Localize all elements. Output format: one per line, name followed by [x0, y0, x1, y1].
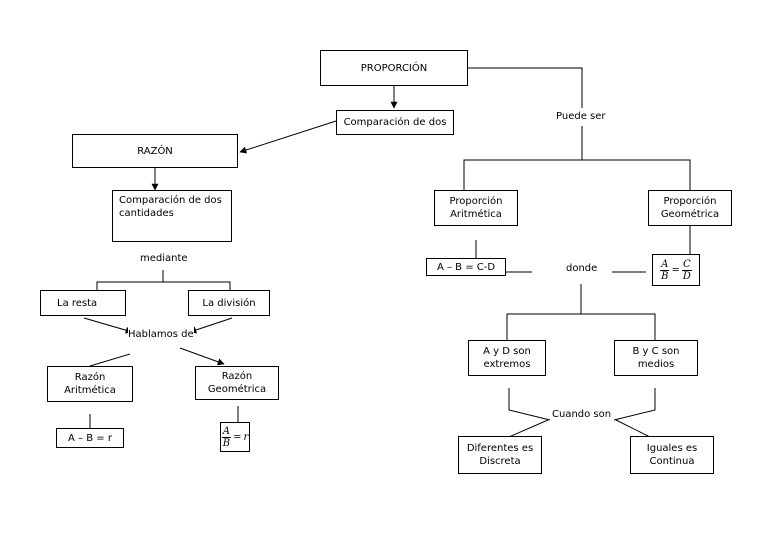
- connector: [189, 317, 233, 334]
- node-razon: RAZÓN: [72, 134, 238, 168]
- equals-sign: =: [233, 431, 242, 443]
- connector: [463, 159, 691, 190]
- formula-razon-geometrica: A B = r: [220, 422, 250, 452]
- fraction-result: r: [243, 431, 249, 443]
- connector: [468, 67, 583, 108]
- fraction-numerator: A: [221, 425, 232, 438]
- node-formula-resta: A – B = r: [56, 428, 124, 448]
- connector: [239, 120, 337, 154]
- label-hablamos-de: Hablamos de: [128, 328, 194, 341]
- fraction-a-over-b: A B: [660, 258, 670, 282]
- connector: [613, 388, 656, 421]
- node-diferentes-discreta: Diferentes es Discreta: [458, 436, 542, 474]
- node-comparacion-cantidades: Comparación de dos cantidades: [112, 190, 232, 242]
- node-proporcion-aritmetica: Proporción Aritmética: [434, 190, 518, 226]
- node-byc-medios: B y C son medios: [614, 340, 698, 376]
- node-iguales-continua: Iguales es Continua: [630, 436, 714, 474]
- label-cuando-son: Cuando son: [552, 408, 612, 421]
- connector: [89, 353, 131, 367]
- connector: [179, 347, 225, 366]
- connector: [96, 281, 231, 290]
- node-proporcion-geometrica: Proporción Geométrica: [648, 190, 732, 226]
- connector: [508, 388, 551, 421]
- fraction-denominator: B: [222, 437, 231, 449]
- equals-sign: =: [671, 264, 680, 276]
- node-ayd-extremos: A y D son extremos: [468, 340, 546, 376]
- fraction-numerator: C: [682, 258, 692, 271]
- fraction-a-over-b: A B: [221, 425, 232, 449]
- fraction-c-over-d: C D: [682, 259, 692, 282]
- fraction-numerator: A: [660, 258, 670, 271]
- node-razon-aritmetica: Razón Aritmética: [47, 366, 133, 402]
- node-comparacion-dos: Comparación de dos: [336, 110, 454, 135]
- node-formula-prop-aritmetica: A – B = C-D: [426, 258, 506, 276]
- node-razon-geometrica: Razón Geométrica: [195, 366, 279, 400]
- label-puede-ser: Puede ser: [556, 110, 606, 123]
- formula-prop-geometrica: A B = C D: [652, 254, 700, 286]
- label-donde: donde: [566, 262, 598, 275]
- connector: [83, 317, 133, 334]
- node-proporcion: PROPORCIÓN: [320, 50, 468, 86]
- fraction-denominator: B: [661, 270, 669, 282]
- label-mediante: mediante: [140, 252, 188, 265]
- node-la-division: La división: [188, 290, 270, 316]
- connector: [506, 313, 656, 340]
- node-la-resta: La resta: [40, 290, 126, 316]
- fraction-denominator: D: [682, 270, 691, 282]
